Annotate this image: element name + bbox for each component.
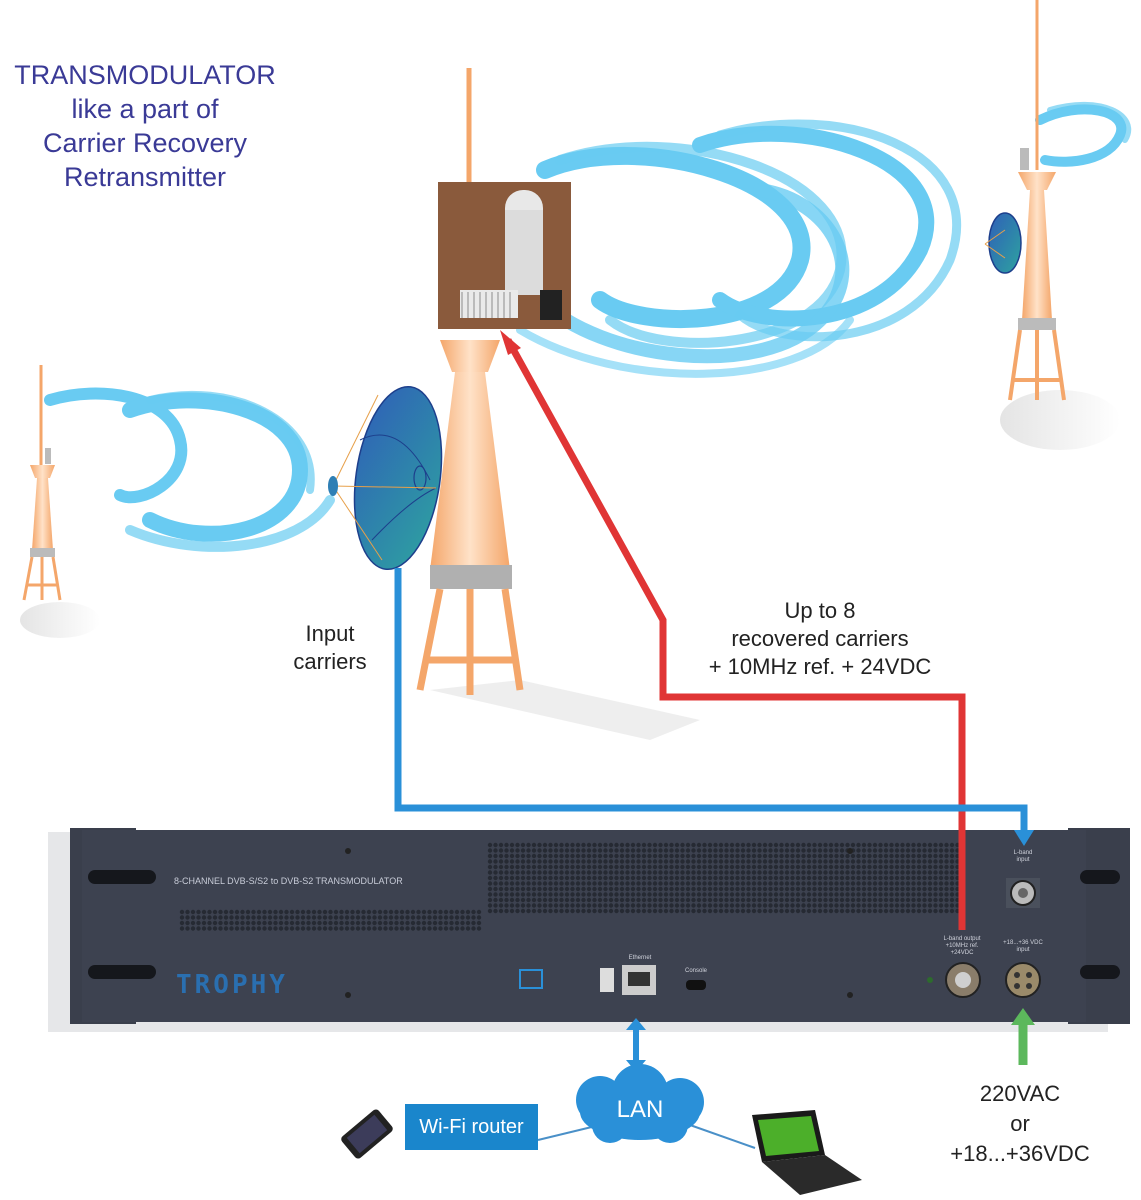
signal-lines (394, 330, 1035, 1149)
red-output-line (504, 338, 966, 930)
blue-input-line (394, 568, 1028, 835)
panel-model-label: 8-CHANNEL DVB-S/S2 to DVB-S2 TRANSMODULA… (174, 876, 403, 886)
title-line-3: Carrier Recovery (42, 128, 248, 158)
blue-arrowhead (1014, 830, 1034, 846)
brand-logo: TROPHY (176, 970, 288, 1000)
smartphone-icon (341, 1109, 393, 1159)
lan-label: LAN (616, 1096, 664, 1123)
title-line-1: TRANSMODULATOR (14, 60, 276, 90)
radio-waves-left (44, 387, 335, 552)
laptop-icon (752, 1110, 862, 1195)
wifi-router-box: Wi-Fi router (405, 1104, 538, 1150)
lband-input-label-1: L-band (1013, 850, 1033, 856)
power-label-1: 220VAC (979, 1081, 1061, 1106)
title-line-4: Retransmitter (63, 162, 227, 192)
lband-output-label-1: L-band output (943, 936, 981, 942)
green-arrowhead (1011, 1008, 1035, 1025)
ethernet-label: Ethernet (628, 955, 652, 961)
red-arrowhead (500, 330, 521, 355)
vent-grille-bottom (179, 909, 482, 931)
tower-left (20, 365, 100, 638)
rack-unit (48, 828, 1130, 1032)
tower-right (984, 0, 1120, 450)
vent-grille-top (487, 842, 966, 914)
lband-output-label-2: +10MHz ref. (945, 943, 979, 949)
lan-cloud-icon (576, 1064, 704, 1143)
power-input-label-1: +18...+36 VDC (1003, 940, 1043, 946)
input-carriers-label-2: carriers (293, 649, 367, 674)
recovered-label-2: recovered carriers (731, 626, 909, 651)
radio-waves-right (1035, 101, 1132, 167)
input-carriers-label-1: Input (305, 621, 355, 646)
satellite-dish-icon (328, 385, 443, 571)
power-label-2: or (1010, 1111, 1030, 1136)
radio-waves-main (516, 119, 961, 378)
lband-input-label-2: input (1016, 857, 1030, 863)
tower-center (416, 68, 700, 740)
transmodulator-photo (438, 182, 571, 329)
power-input-label-2: input (1016, 947, 1030, 953)
console-label: Console (684, 968, 707, 974)
recovered-label-3: + 10MHz ref. + 24VDC (708, 654, 932, 679)
recovered-label-1: Up to 8 (784, 598, 856, 623)
power-label-3: +18...+36VDC (950, 1141, 1090, 1166)
lband-output-label-3: +24VDC (950, 950, 974, 956)
title-line-2: like a part of (71, 94, 219, 124)
